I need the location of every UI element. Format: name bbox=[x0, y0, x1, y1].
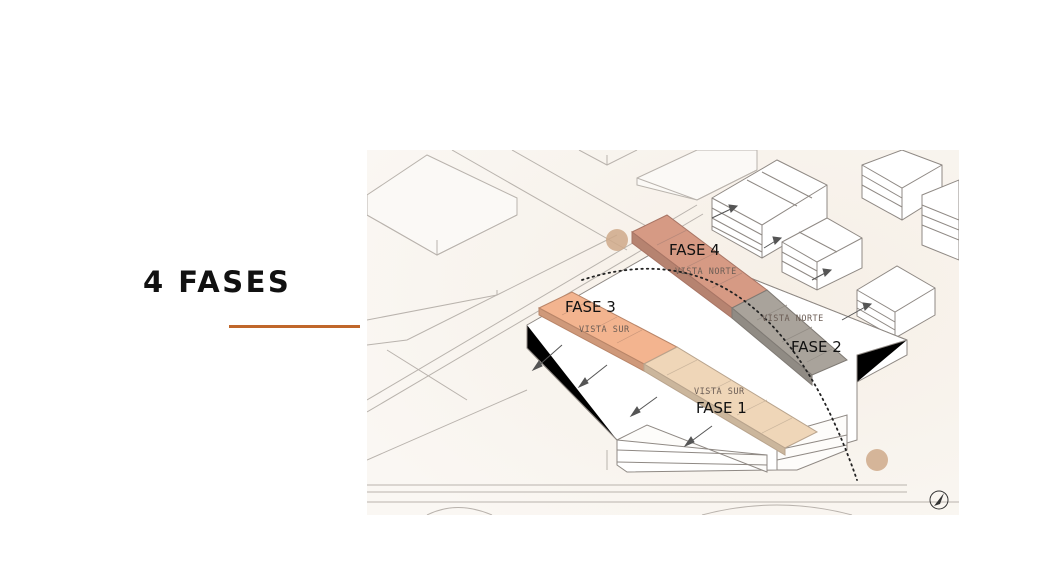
north-arrow-icon bbox=[929, 490, 949, 510]
site-phases-diagram: FASE 4 VISTA NORTE FASE 3 VISTA SUR VIST… bbox=[367, 150, 959, 515]
dotted-arc-path bbox=[581, 267, 858, 481]
marker-circle bbox=[606, 229, 628, 251]
title-accent-line bbox=[229, 325, 360, 328]
phase-3-label: FASE 3 bbox=[565, 298, 616, 316]
phase-4-block bbox=[631, 214, 768, 319]
phase-1-label: FASE 1 bbox=[696, 399, 747, 417]
phase-4-label: FASE 4 bbox=[669, 241, 720, 259]
phase-1-view-label: VISTA SUR bbox=[694, 387, 745, 397]
phase-2-block bbox=[731, 289, 848, 387]
marker-circle bbox=[866, 449, 888, 471]
site-platform bbox=[526, 244, 908, 473]
phase-3-view-label: VISTA SUR bbox=[579, 325, 630, 335]
context-linework bbox=[367, 150, 959, 515]
phase-2-label: FASE 2 bbox=[791, 338, 842, 356]
neighbouring-blocks bbox=[711, 150, 959, 339]
phase-4-view-label: VISTA NORTE bbox=[675, 267, 737, 277]
slide-title: 4 FASES bbox=[143, 265, 292, 299]
view-arrows bbox=[531, 204, 873, 448]
phase-3-block bbox=[537, 291, 679, 372]
phase-1-block bbox=[642, 346, 819, 456]
phase-2-view-label: VISTA NORTE bbox=[762, 314, 824, 324]
